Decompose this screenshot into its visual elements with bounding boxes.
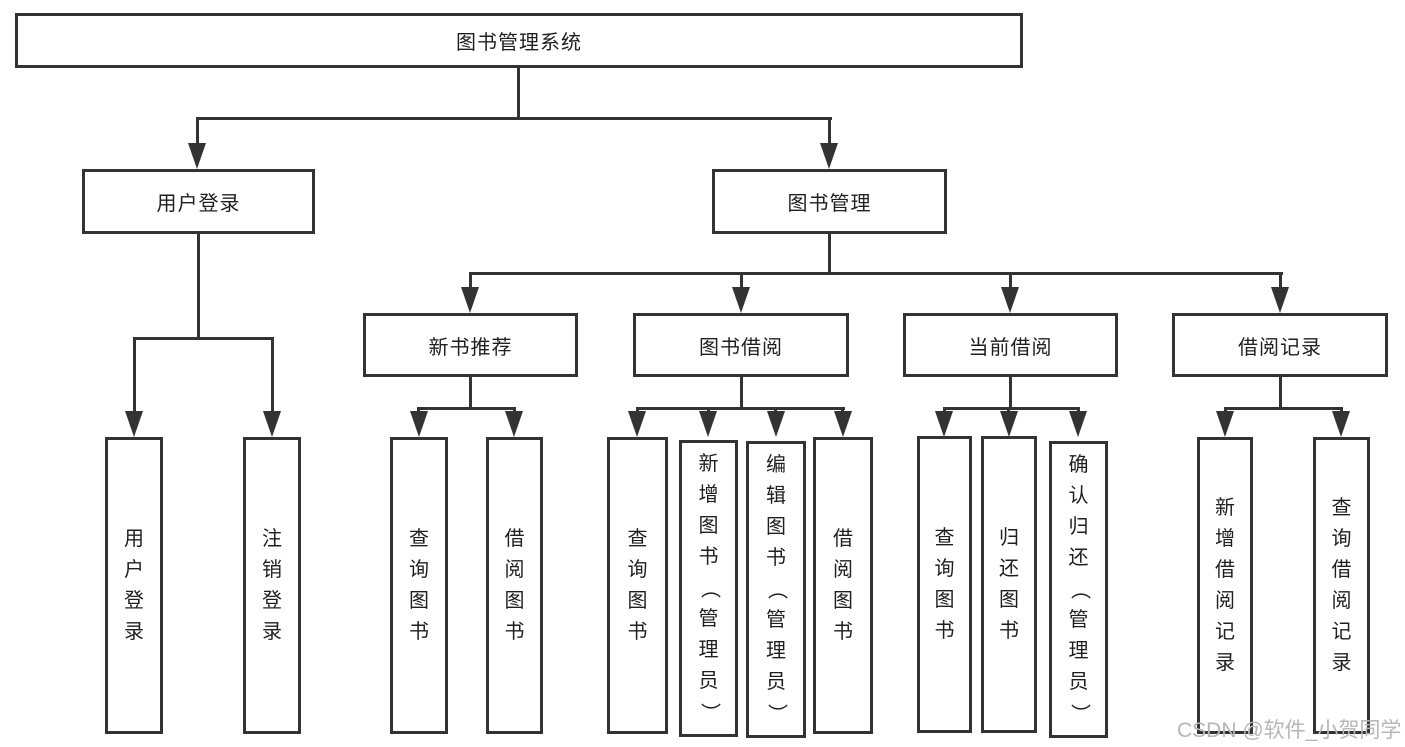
connector-book-borrow-stem — [740, 377, 743, 407]
connector-g4-stub-2 — [1340, 407, 1343, 413]
leaf-user-login: 用户登录 — [105, 437, 163, 734]
arrow-to-leaf-logout-icon — [263, 411, 281, 437]
connector-to-book-borrow — [740, 272, 743, 288]
node-new-book-recommend: 新书推荐 — [363, 313, 578, 377]
leaf-record-query-borrow-record: 查询借阅记录 — [1313, 437, 1370, 734]
node-label: 图书借阅 — [699, 336, 783, 359]
connector-g3-stub-2 — [1007, 407, 1010, 413]
arrow-to-current-borrow-icon — [1001, 287, 1019, 313]
leaf-borrow-edit-book-admin: 编辑图书（管理员） — [746, 441, 806, 738]
connector-current-borrow-branch — [943, 407, 1080, 410]
leaf-current-return-book: 归还图书 — [981, 436, 1037, 733]
arrow-g2-4-icon — [834, 411, 852, 437]
connector-user-login-branch — [133, 337, 274, 340]
connector-to-borrow-record — [1279, 272, 1282, 288]
connector-book-management-branch — [469, 272, 1283, 275]
node-label: 图书管理 — [787, 193, 872, 215]
arrow-to-user-login-icon — [188, 143, 206, 169]
connector-to-book-management — [828, 117, 831, 145]
connector-to-leaf-login — [133, 337, 136, 412]
connector-to-leaf-logout — [271, 337, 274, 412]
node-label: 查询图书 — [934, 526, 955, 642]
node-user-login: 用户登录 — [82, 169, 315, 234]
arrow-g1-2-icon — [505, 411, 523, 437]
arrow-g2-2-icon — [699, 411, 717, 437]
arrow-to-new-book-icon — [461, 287, 479, 313]
arrow-to-borrow-record-icon — [1271, 287, 1289, 313]
node-library-management-system: 图书管理系统 — [15, 13, 1023, 68]
arrow-to-book-borrow-icon — [732, 287, 750, 313]
arrow-g3-2-icon — [1000, 411, 1018, 437]
connector-g2-stub-1 — [636, 407, 639, 413]
connector-user-login-stem — [197, 234, 200, 337]
connector-to-user-login — [196, 117, 199, 145]
leaf-borrow-add-book-admin: 新增图书（管理员） — [679, 440, 738, 737]
csdn-watermark: CSDN @软件_小贺同学 — [1177, 719, 1402, 742]
connector-g4-stub-1 — [1224, 407, 1227, 413]
connector-to-current-borrow — [1009, 272, 1012, 288]
leaf-logout: 注销登录 — [243, 437, 301, 734]
connector-borrow-record-stem — [1279, 377, 1282, 407]
node-label: 图书管理系统 — [456, 32, 582, 54]
arrow-g1-1-icon — [410, 411, 428, 437]
node-label: 借阅记录 — [1238, 336, 1322, 359]
leaf-borrow-query-book: 查询图书 — [607, 437, 668, 734]
connector-borrow-record-branch — [1224, 407, 1342, 410]
node-book-management: 图书管理 — [712, 169, 947, 234]
connector-g1-stub-1 — [417, 407, 420, 413]
arrow-g3-3-icon — [1069, 411, 1087, 437]
arrow-g2-1-icon — [628, 411, 646, 437]
connector-root-branch — [196, 117, 832, 120]
connector-root-stem — [517, 68, 520, 117]
arrow-g4-1-icon — [1216, 411, 1234, 437]
connector-new-book-stem — [469, 377, 472, 407]
connector-book-borrow-branch — [636, 407, 845, 410]
arrow-to-book-management-icon — [820, 143, 838, 169]
connector-g2-stub-4 — [841, 407, 844, 413]
connector-book-management-stem — [828, 234, 831, 272]
leaf-current-confirm-return-admin: 确认归还（管理员） — [1049, 441, 1108, 738]
arrow-to-leaf-login-icon — [125, 411, 143, 437]
node-label: 新书推荐 — [428, 336, 513, 359]
node-current-borrow: 当前借阅 — [903, 313, 1118, 377]
node-label: 注销登录 — [262, 527, 282, 643]
node-label: 查询借阅记录 — [1331, 496, 1352, 674]
node-label: 查询图书 — [409, 527, 429, 643]
leaf-record-add-borrow-record: 新增借阅记录 — [1197, 437, 1253, 734]
node-label: 用户登录 — [156, 193, 241, 215]
node-label: 编辑图书（管理员） — [765, 454, 788, 724]
connector-current-borrow-stem — [1009, 377, 1012, 407]
leaf-borrow-borrow-book: 借阅图书 — [813, 437, 873, 734]
node-label: 当前借阅 — [968, 336, 1053, 359]
arrow-g4-2-icon — [1332, 411, 1350, 437]
node-label: 查询图书 — [627, 527, 648, 643]
connector-to-new-book — [469, 272, 472, 288]
node-book-borrow: 图书借阅 — [633, 313, 849, 377]
node-label: 用户登录 — [124, 527, 144, 643]
arrow-g3-1-icon — [935, 411, 953, 437]
node-borrow-record: 借阅记录 — [1172, 313, 1388, 377]
node-label: 归还图书 — [999, 526, 1019, 642]
leaf-newbook-borrow-book: 借阅图书 — [486, 437, 543, 734]
connector-g2-stub-2 — [707, 407, 710, 413]
arrow-g2-3-icon — [767, 411, 785, 437]
connector-g3-stub-3 — [1077, 407, 1080, 413]
node-label: 新增借阅记录 — [1215, 496, 1235, 674]
connector-new-book-branch — [417, 407, 516, 410]
connector-g3-stub-1 — [943, 407, 946, 413]
connector-g2-stub-3 — [774, 407, 777, 413]
connector-g1-stub-2 — [513, 407, 516, 413]
leaf-newbook-query-book: 查询图书 — [390, 437, 448, 734]
node-label: 借阅图书 — [833, 527, 853, 643]
node-label: 借阅图书 — [504, 527, 525, 643]
node-label: 确认归还（管理员） — [1068, 454, 1090, 724]
leaf-current-query-book: 查询图书 — [917, 436, 972, 733]
node-label: 新增图书（管理员） — [698, 453, 720, 723]
